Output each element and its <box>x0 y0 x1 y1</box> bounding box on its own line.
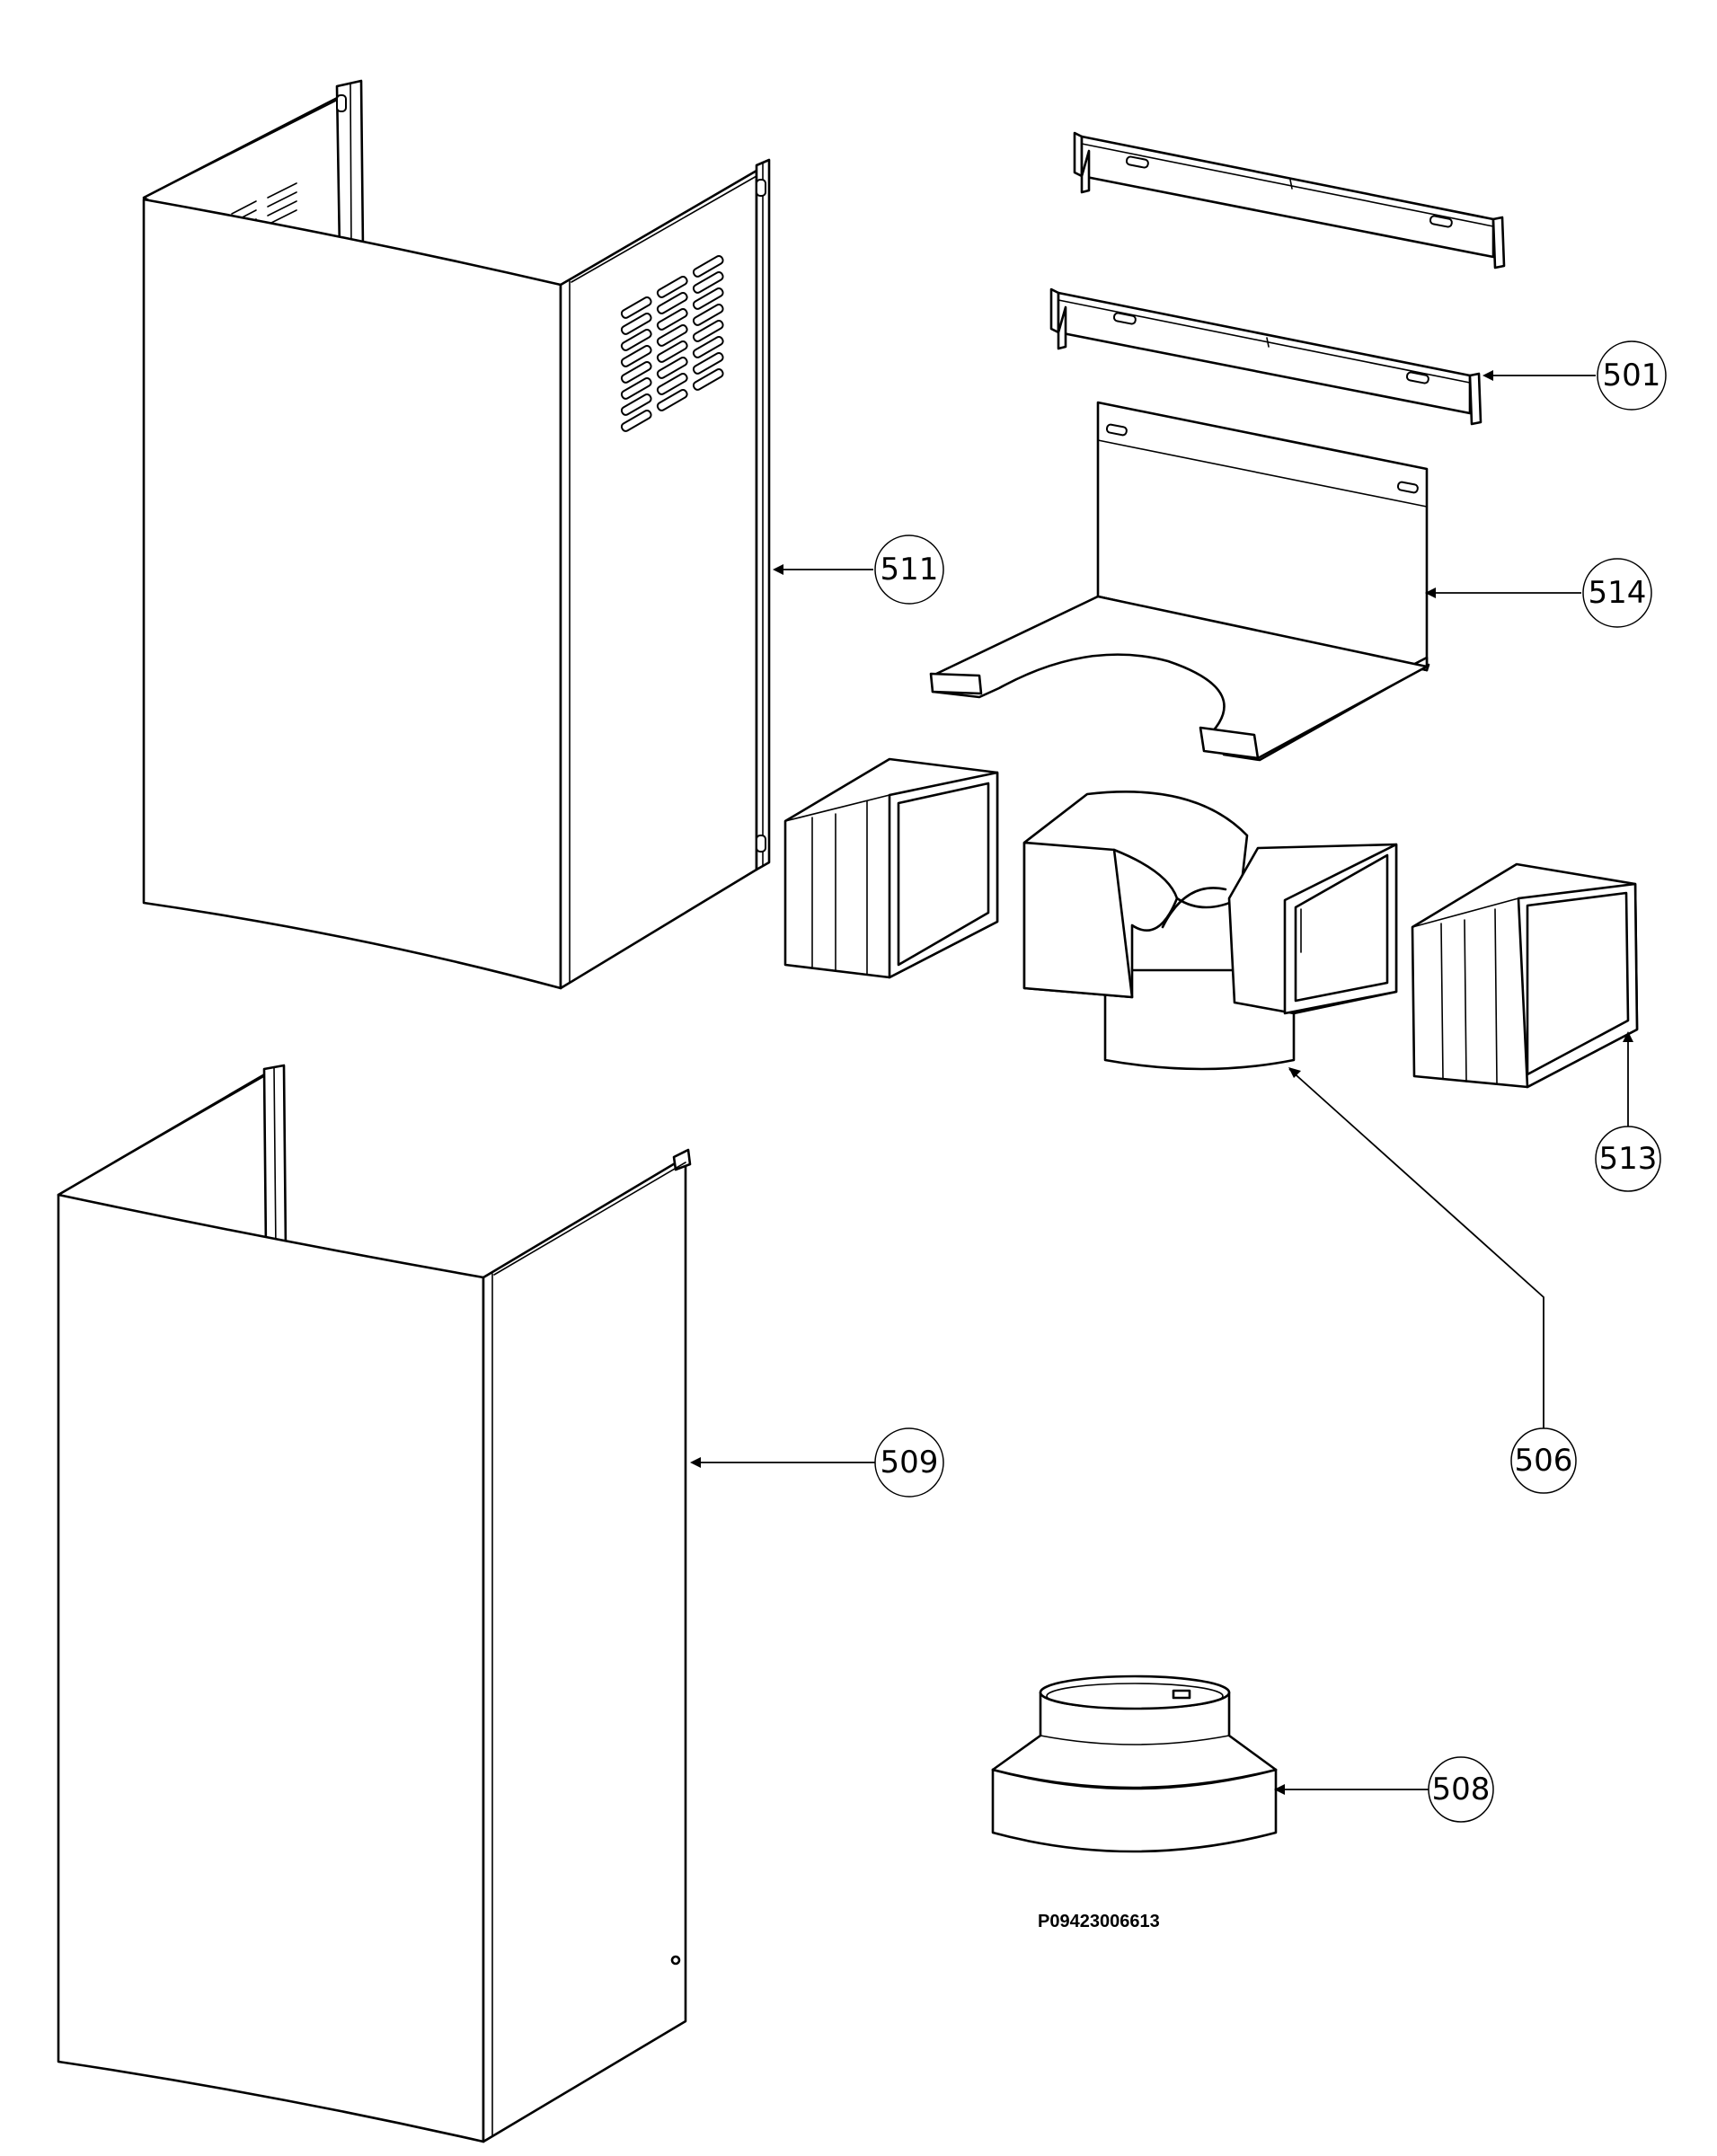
bracket-lower <box>1049 287 1482 426</box>
callout-513-label: 513 <box>1599 1141 1658 1177</box>
callout-511-label: 511 <box>881 552 939 588</box>
callout-508: 508 <box>1428 1756 1494 1823</box>
wall-mounting-brackets <box>1049 131 1506 426</box>
callout-509-label: 509 <box>881 1445 939 1480</box>
callout-508-label: 508 <box>1432 1772 1491 1807</box>
callout-501-label: 501 <box>1603 358 1661 393</box>
callout-506: 506 <box>1510 1427 1577 1494</box>
support-plate <box>929 401 1430 762</box>
bracket-upper <box>1073 131 1506 270</box>
reducer-ring <box>991 1674 1278 1853</box>
callout-506-label: 506 <box>1515 1443 1573 1479</box>
callout-514-label: 514 <box>1589 575 1647 611</box>
side-vent-slots <box>620 253 726 432</box>
leader-lines <box>690 370 1633 1795</box>
callout-501: 501 <box>1597 340 1667 411</box>
duct-connector-right <box>1411 862 1639 1089</box>
callout-511: 511 <box>874 535 944 605</box>
callout-509: 509 <box>874 1427 944 1498</box>
duct-connector-left <box>783 757 999 979</box>
callout-514: 514 <box>1582 558 1652 628</box>
upper-chimney-cover <box>142 79 771 990</box>
lower-chimney-cover <box>57 1064 692 2143</box>
drawing-code: P09423006613 <box>1038 1912 1160 1931</box>
y-piece-duct <box>1022 791 1398 1071</box>
callout-513: 513 <box>1595 1126 1661 1192</box>
